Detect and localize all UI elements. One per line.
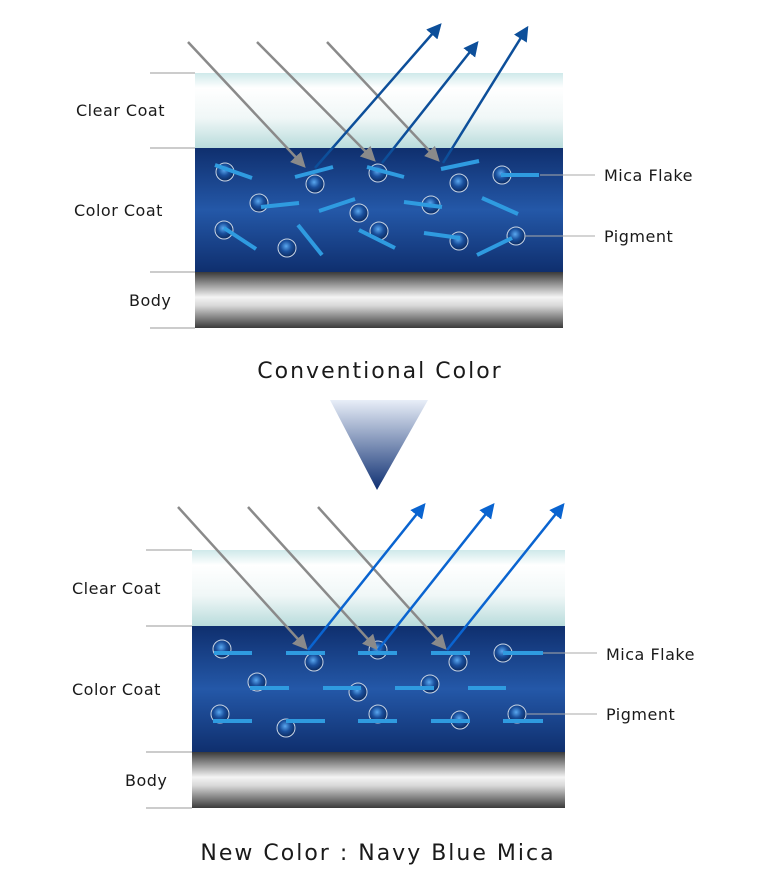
pigment-particle [249, 193, 269, 213]
pigment-particle [448, 652, 468, 672]
mica-flake-label: Mica Flake [604, 166, 693, 185]
mica-flake [222, 226, 258, 251]
layer-guide-lines [146, 549, 192, 809]
mica-flake [214, 163, 253, 180]
incoming-light-arrow [247, 506, 378, 650]
mica-flake [403, 200, 443, 209]
pigment-particle [304, 652, 324, 672]
body-label: Body [129, 291, 171, 310]
mica-flake [260, 201, 300, 209]
reflected-light-arrow [446, 503, 565, 651]
layer-guide-lines [150, 72, 195, 329]
mica-flake [440, 159, 480, 171]
pigment-particle [449, 173, 469, 193]
pigment-particle [212, 639, 232, 659]
mica-flake [366, 165, 405, 179]
pigment-particle [348, 682, 368, 702]
mica-flake [296, 223, 324, 257]
body-layer [195, 272, 563, 328]
mica-flake [476, 236, 513, 257]
color-coat-label: Color Coat [72, 680, 161, 699]
reflected-light-arrow [307, 503, 426, 651]
reflected-light-arrow [381, 41, 479, 164]
reflected-light-arrow [314, 23, 442, 169]
particles [214, 159, 539, 258]
pigment-particle [349, 203, 369, 223]
incoming-light-arrow [177, 506, 308, 650]
clear-coat-label: Clear Coat [72, 579, 161, 598]
diagram-title: New Color : Navy Blue Mica [200, 841, 555, 866]
conventional-color-diagram: Clear Coat Color Coat Body Mica Flake Pi… [74, 23, 693, 384]
incoming-light-arrow [317, 506, 447, 650]
reflected-light-arrow [441, 25, 529, 164]
pigment-particle [277, 238, 297, 258]
mica-flake-label: Mica Flake [606, 645, 695, 664]
pigment-particle [420, 674, 440, 694]
clear-coat-layer [195, 73, 563, 148]
light-arrows [177, 503, 565, 651]
incoming-light-arrow [326, 41, 440, 162]
incoming-light-arrow [187, 41, 306, 168]
pigment-particle [449, 231, 469, 251]
incoming-light-arrow [256, 41, 376, 162]
pigment-particle [305, 174, 325, 194]
transition-arrow-triangle [330, 400, 428, 490]
pigment-particle [506, 226, 526, 246]
pigment-label: Pigment [606, 705, 675, 724]
color-coat-label: Color Coat [74, 201, 163, 220]
mica-flake [358, 228, 396, 250]
body-layer [192, 752, 565, 808]
navy-blue-mica-diagram: Clear Coat Color Coat Body Mica Flake Pi… [72, 503, 695, 866]
mica-flake [294, 165, 334, 179]
reflected-light-arrow [377, 503, 495, 651]
diagram-title: Conventional Color [257, 359, 502, 384]
pigment-label: Pigment [604, 227, 673, 246]
mica-flake [481, 196, 519, 216]
mica-flake [318, 197, 356, 213]
clear-coat-label: Clear Coat [76, 101, 165, 120]
body-label: Body [125, 771, 167, 790]
light-arrows [187, 23, 529, 169]
mica-flake [423, 231, 461, 240]
